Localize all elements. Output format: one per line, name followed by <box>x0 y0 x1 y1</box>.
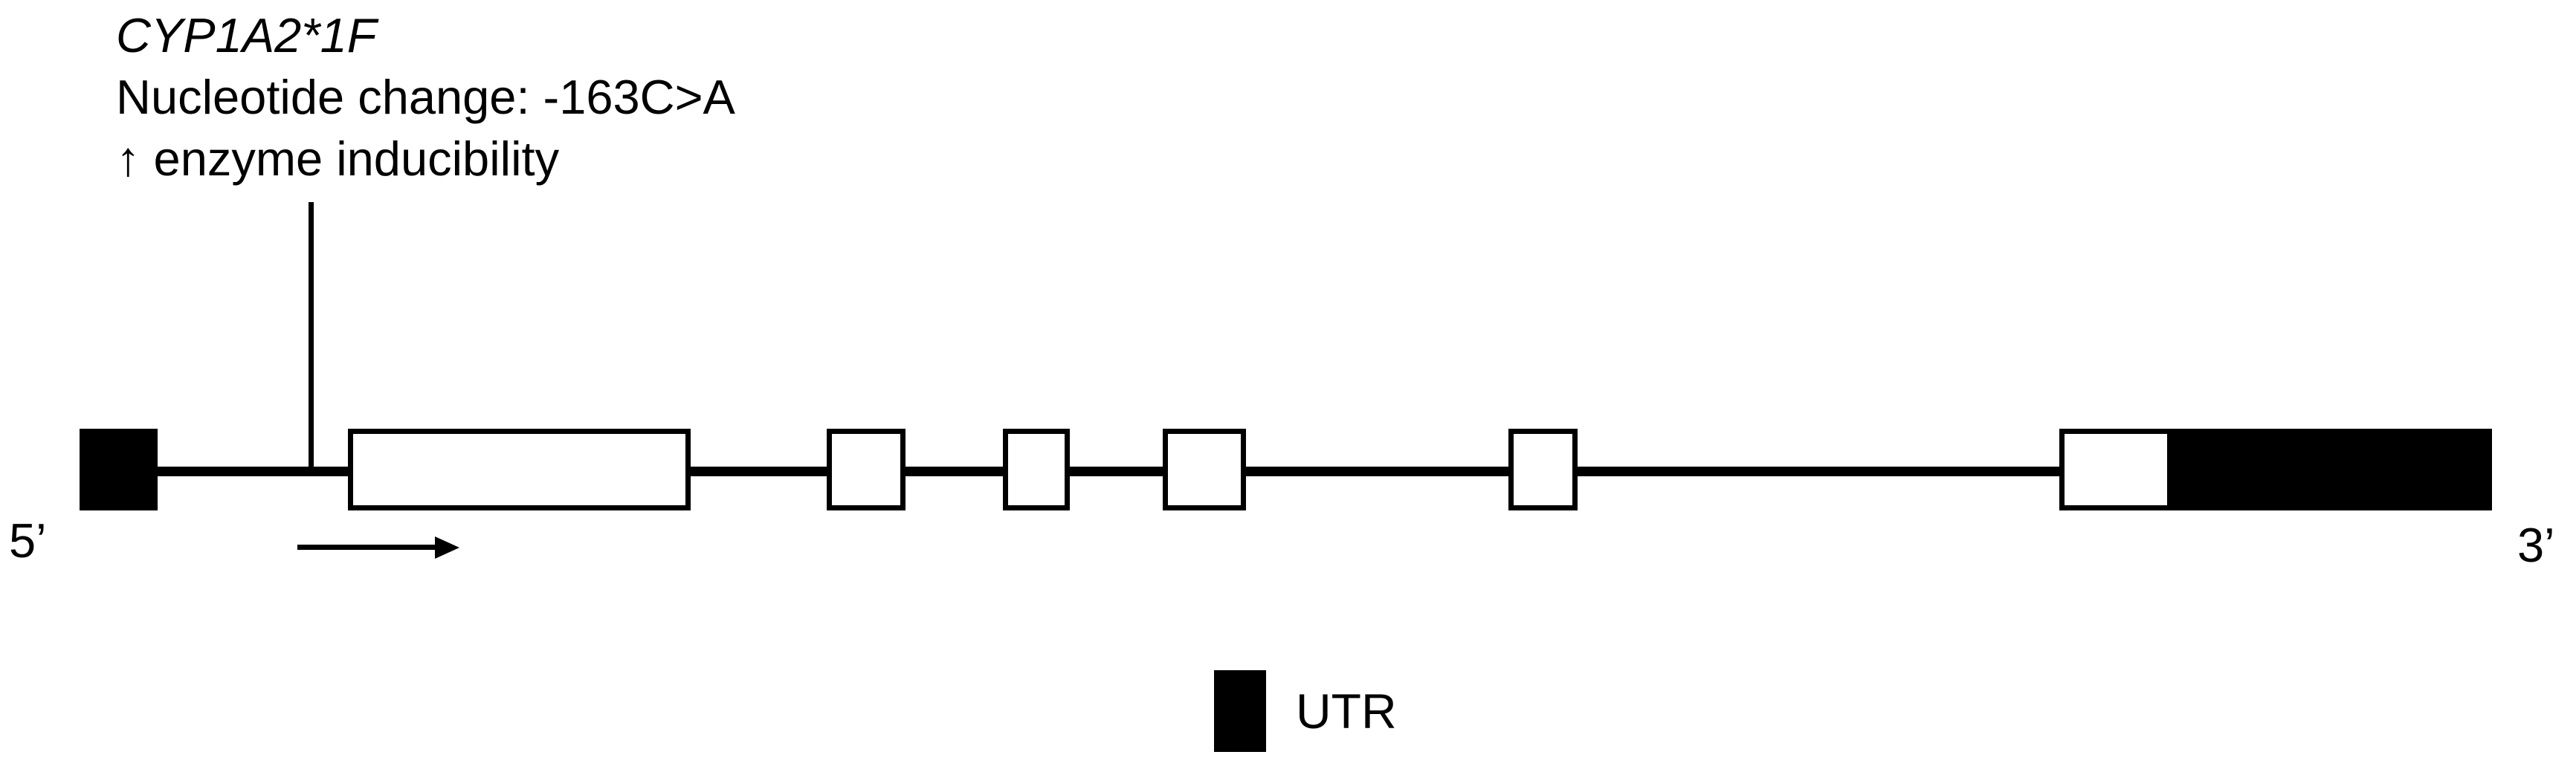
utr-legend-swatch <box>1214 670 1266 752</box>
transcription-arrow-head-icon <box>435 536 459 559</box>
five-prime-utr-box <box>80 429 158 510</box>
enzyme-inducibility-note: ↑ enzyme inducibility <box>116 132 560 186</box>
exon-2-box <box>827 429 906 510</box>
allele-name: CYP1A2*1F <box>116 8 377 62</box>
exon-5-box <box>1508 429 1578 510</box>
three-prime-label: 3’ <box>2517 518 2555 572</box>
five-prime-label: 5’ <box>9 513 47 568</box>
exon-1-box <box>348 429 691 510</box>
utr-legend-label: UTR <box>1296 684 1397 739</box>
legend: UTR <box>1214 670 1397 752</box>
exon-4-box <box>1163 429 1246 510</box>
variant-annotation: CYP1A2*1F Nucleotide change: -163C>A ↑ e… <box>116 4 735 189</box>
nucleotide-change: Nucleotide change: -163C>A <box>116 70 735 124</box>
variant-pointer-line <box>309 202 314 476</box>
exon-6-box <box>2059 429 2172 510</box>
transcription-arrow-shaft <box>297 545 437 550</box>
exon-3-box <box>1003 429 1070 510</box>
three-prime-utr-box <box>2172 429 2492 510</box>
